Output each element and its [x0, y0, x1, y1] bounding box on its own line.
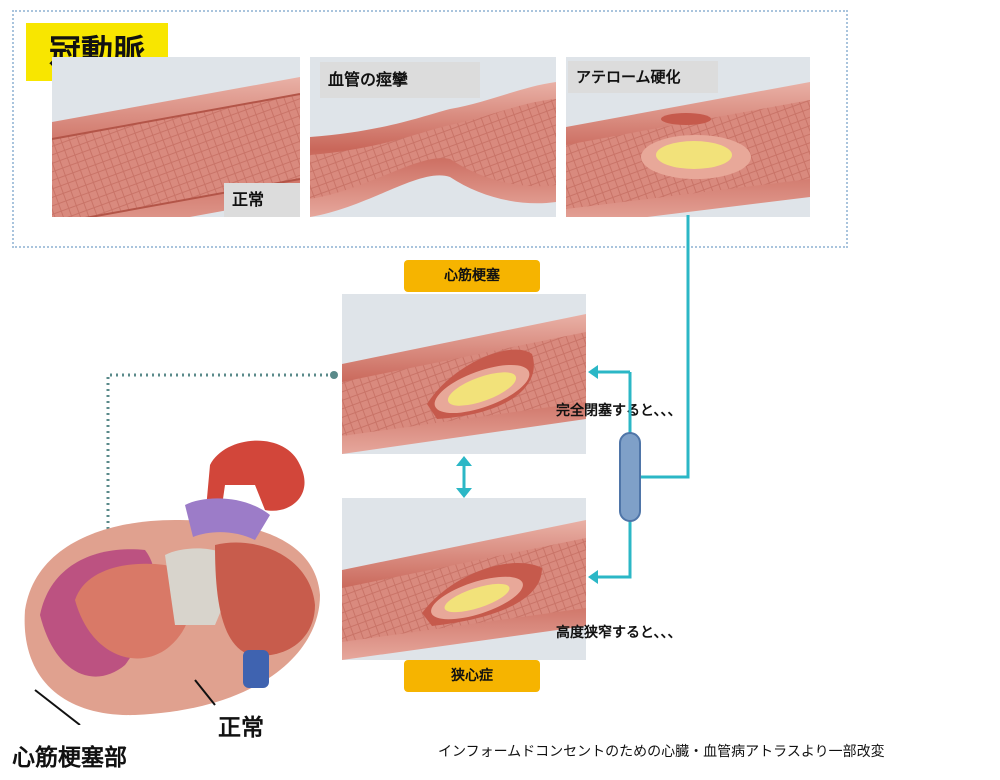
vessel-panel-stenosis [342, 498, 586, 660]
infarct-area-label: 心筋梗塞部 [12, 745, 127, 771]
stenosis-caption: 高度狭窄すると、、、 [556, 625, 682, 641]
angina-label: 狭心症 [404, 660, 540, 692]
heart-link-connector [106, 371, 338, 555]
heart-normal-label: 正常 [218, 715, 264, 741]
heart-illustration [24, 440, 320, 725]
spasm-vessel-illustration [310, 82, 556, 217]
stenosis-vessel-illustration [342, 520, 586, 660]
atherosclerosis-vessel-illustration [566, 82, 810, 217]
vessel-panel-occlusion [342, 294, 586, 454]
occlusion-vessel-illustration [342, 314, 586, 454]
source-credit: インフォームドコンセントのための心臓・血管病アトラスより一部改変 [438, 744, 885, 760]
vessel-panel-atherosclerosis: アテローム硬化 [566, 57, 810, 217]
double-arrow-icon [456, 456, 472, 498]
spasm-label: 血管の痙攣 [320, 62, 480, 98]
progression-connector [588, 215, 690, 584]
normal-label: 正常 [224, 183, 300, 217]
atherosclerosis-label: アテローム硬化 [568, 61, 718, 93]
vessel-panel-normal: 正常 [52, 57, 300, 217]
occlusion-caption: 完全閉塞すると、、、 [556, 403, 682, 419]
coronary-frame [12, 10, 848, 248]
myocardial-infarction-label: 心筋梗塞 [404, 260, 540, 292]
vessel-panel-spasm: 血管の痙攣 [310, 57, 556, 217]
